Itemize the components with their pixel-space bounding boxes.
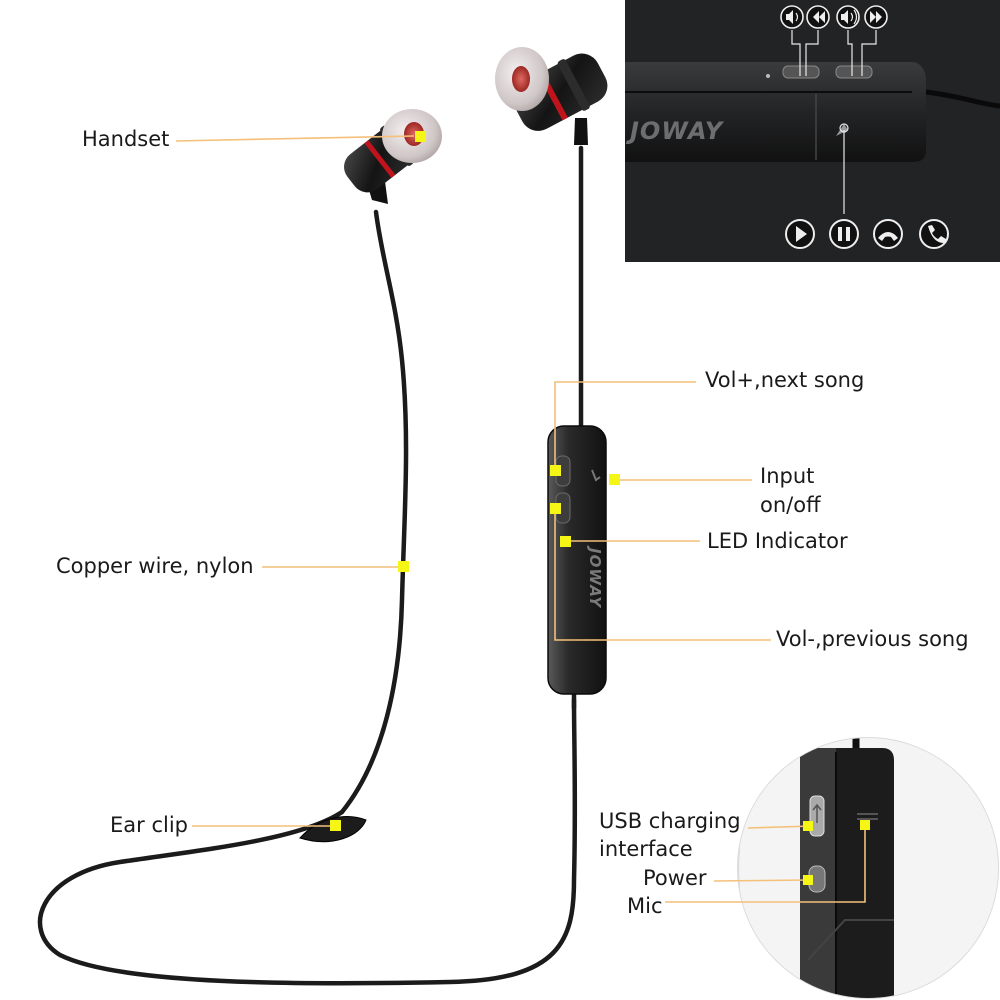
play-icon <box>785 219 815 249</box>
label-vol-plus: Vol+,next song <box>705 368 865 392</box>
markers <box>330 131 870 885</box>
marker-vol-minus <box>550 503 561 514</box>
label-input-onoff: Input on/off <box>760 464 821 517</box>
cable <box>37 145 584 986</box>
marker-handset <box>415 131 426 142</box>
pause-icon <box>829 219 859 249</box>
label-usb-charging: USB charging interface <box>599 809 741 861</box>
controls-inset: JOWAY <box>625 0 1000 262</box>
fast-forward-icon <box>864 5 888 29</box>
volume-up-icon <box>836 5 860 29</box>
label-mic: Mic <box>627 894 663 918</box>
marker-mic <box>860 820 870 830</box>
right-earbud <box>495 47 608 145</box>
label-vol-minus: Vol-,previous song <box>776 627 969 651</box>
zoom-detail <box>737 737 999 999</box>
marker-copper-wire <box>398 561 409 572</box>
remote-control: JOWAY <box>547 425 607 695</box>
rewind-icon <box>806 5 830 29</box>
remote-logo: JOWAY <box>586 545 604 609</box>
inset-logo: JOWAY <box>626 117 725 145</box>
marker-led <box>560 536 571 547</box>
marker-usb <box>803 821 813 831</box>
marker-power <box>803 875 813 885</box>
label-handset: Handset <box>82 127 170 151</box>
marker-input-onoff <box>609 474 620 485</box>
marker-ear-clip <box>330 820 341 831</box>
leader-lines <box>175 135 866 903</box>
volume-down-icon <box>780 5 804 29</box>
label-ear-clip: Ear clip <box>110 813 188 837</box>
label-power: Power <box>643 866 707 890</box>
label-led-indicator: LED Indicator <box>707 529 848 553</box>
hang-up-icon <box>873 219 903 249</box>
marker-vol-plus <box>550 465 561 476</box>
left-earbud <box>344 109 442 204</box>
label-copper-wire: Copper wire, nylon <box>56 554 254 578</box>
phone-icon <box>919 219 949 249</box>
